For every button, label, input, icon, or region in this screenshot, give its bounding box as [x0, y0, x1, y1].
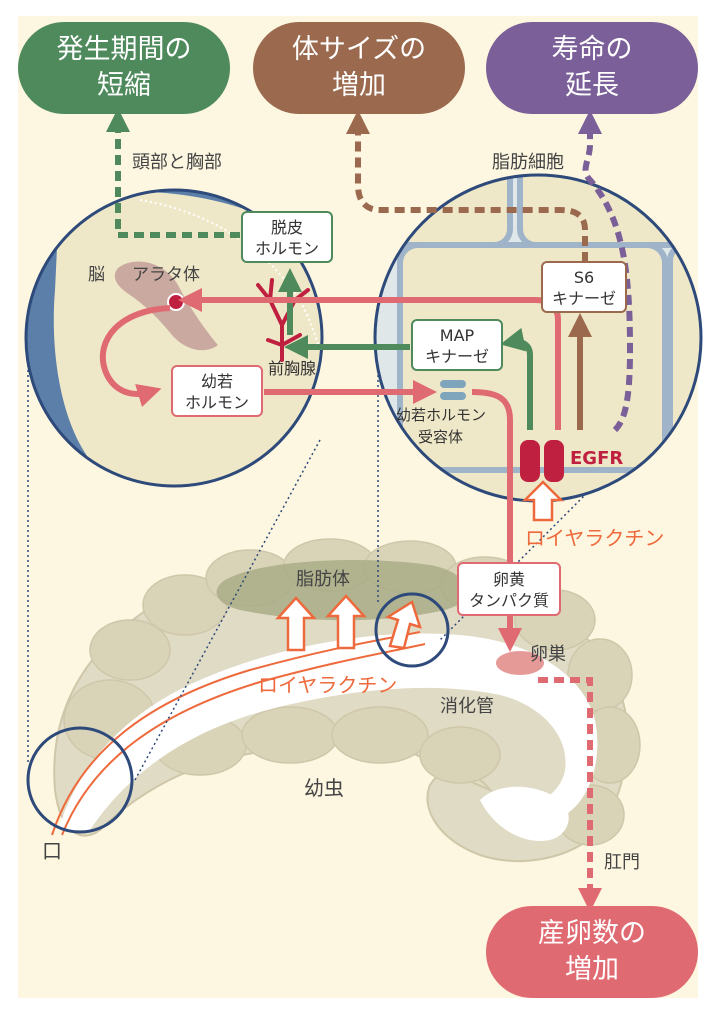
- royalactin-egfr-arrow: [521, 480, 565, 522]
- label-head-thorax: 頭部と胸部: [132, 152, 222, 173]
- label-jh-receptor-line2: 受容体: [418, 428, 463, 446]
- map-kinase-box: MAP キナーゼ: [411, 319, 503, 371]
- label-royalactin-gut: ロイヤラクチン: [258, 673, 397, 697]
- arrows-brown: [346, 110, 592, 430]
- egfr-receptor-icon: [520, 440, 564, 482]
- outcome-development: 発生期間の 短縮: [18, 22, 230, 114]
- vitellogenin-line1: 卵黄: [493, 570, 525, 589]
- ecdysone-box: 脱皮 ホルモン: [241, 211, 333, 263]
- label-prothoracic-gland: 前胸腺: [268, 359, 316, 378]
- label-fat-cell: 脂肪細胞: [492, 152, 564, 173]
- jh-label-line1: 幼若: [201, 372, 233, 391]
- outcome-body-size-line1: 体サイズの: [292, 34, 426, 65]
- mouth-zoom-circle: [26, 726, 134, 834]
- label-jh-receptor-line1: 幼若ホルモン: [396, 406, 486, 424]
- outcome-development-line1: 発生期間の: [57, 34, 192, 65]
- label-larva: 幼虫: [304, 776, 344, 800]
- jh-receptor-icon: [440, 380, 466, 400]
- jh-box: 幼若 ホルモン: [171, 365, 263, 417]
- corpora-allata-node: [167, 293, 185, 311]
- map-kinase-line2: キナーゼ: [425, 347, 489, 366]
- outcome-body-size-line2: 増加: [332, 70, 386, 101]
- s6-kinase-line1: S6: [574, 268, 594, 287]
- jh-label-line2: ホルモン: [185, 393, 249, 412]
- ecdysone-label-line1: 脱皮: [271, 218, 303, 237]
- larva-body: [53, 538, 641, 862]
- label-anus: 肛門: [604, 852, 640, 873]
- gut-shape: [58, 633, 598, 830]
- outcome-lifespan-line1: 寿命の: [552, 34, 633, 65]
- map-kinase-line1: MAP: [440, 326, 475, 345]
- gut-zoom-circle: [374, 592, 450, 668]
- arrow-purple: [578, 110, 634, 433]
- vitellogenin-box: 卵黄 タンパク質: [457, 562, 561, 616]
- vitellogenin-line2: タンパク質: [469, 591, 549, 610]
- outcome-egg-count: 産卵数の 増加: [486, 906, 698, 998]
- outcome-egg-count-line1: 産卵数の: [538, 918, 646, 949]
- label-ovary: 卵巣: [530, 644, 566, 665]
- label-fat-body: 脂肪体: [296, 569, 350, 590]
- label-royalactin-egfr: ロイヤラクチン: [525, 526, 664, 550]
- outcome-lifespan-line2: 延長: [565, 70, 619, 101]
- outcome-body-size: 体サイズの 増加: [253, 22, 465, 114]
- label-gut: 消化管: [440, 696, 494, 717]
- s6-kinase-box: S6 キナーゼ: [541, 261, 627, 313]
- outcome-development-line2: 短縮: [97, 70, 151, 101]
- royalactin-absorption-arrows: [275, 594, 422, 652]
- label-egfr: EGFR: [570, 448, 623, 469]
- fat-body-shape: [216, 560, 467, 621]
- label-mouth: 口: [42, 839, 62, 863]
- arrows-green: [106, 108, 533, 430]
- outcome-lifespan: 寿命の 延長: [486, 22, 698, 114]
- label-corpora-allata: アラタ体: [132, 265, 200, 285]
- outcome-egg-count-line2: 増加: [565, 954, 619, 985]
- ovary-shape: [496, 651, 544, 675]
- ecdysone-label-line2: ホルモン: [255, 239, 319, 258]
- label-brain: 脳: [88, 265, 105, 285]
- s6-kinase-line2: キナーゼ: [552, 289, 616, 308]
